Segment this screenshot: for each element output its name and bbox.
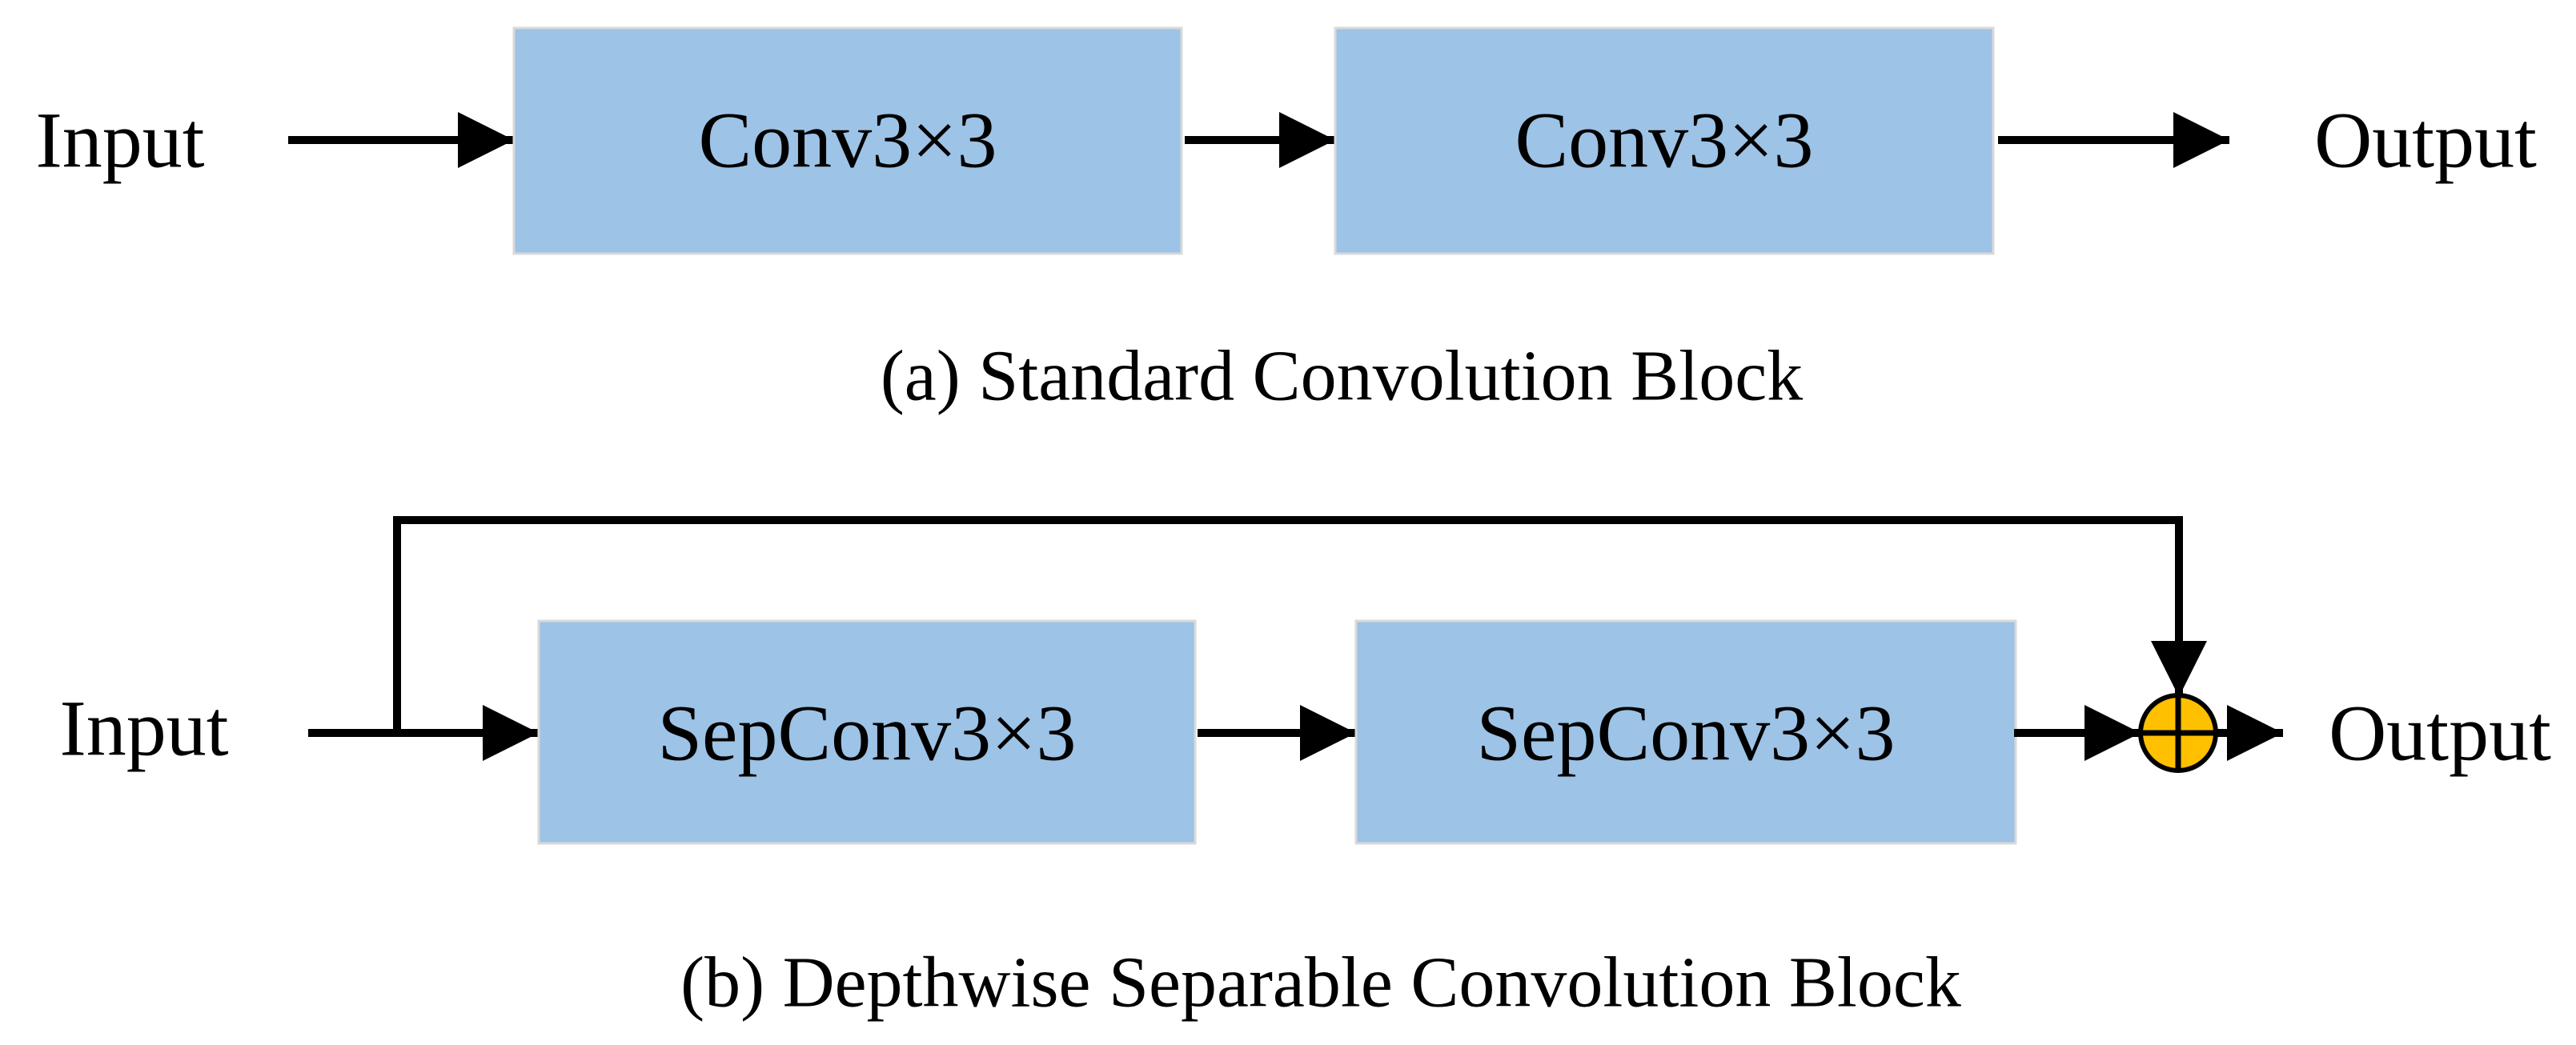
conv-box-2: [1334, 26, 1995, 255]
input-label-b: Input: [59, 684, 228, 773]
depthwise-separable-conv-block-diagram: Input SepConv3×3 SepConv3×3 Output (b) D…: [59, 516, 2551, 1023]
standard-conv-block-diagram: Input Conv3×3 Conv3×3 Output (a) Standar…: [35, 26, 2537, 416]
caption-a: (a) Standard Convolution Block: [881, 337, 1803, 416]
add-node: [2138, 693, 2218, 773]
conv-box-1-label: Conv3×3: [698, 96, 997, 185]
sepconv-box-2-label: SepConv3×3: [1476, 689, 1895, 778]
conv-box-2-label: Conv3×3: [1515, 96, 1813, 185]
skip-connection-line: [393, 516, 2207, 733]
sepconv-box-1-label: SepConv3×3: [657, 689, 1076, 778]
sepconv-box-2: [1354, 619, 2017, 845]
output-label-b: Output: [2329, 689, 2551, 778]
input-label-a: Input: [35, 96, 204, 185]
sepconv-box-1: [537, 619, 1197, 845]
caption-b: (b) Depthwise Separable Convolution Bloc…: [680, 943, 1961, 1023]
conv-box-1: [512, 26, 1183, 255]
output-label-a: Output: [2314, 96, 2537, 185]
